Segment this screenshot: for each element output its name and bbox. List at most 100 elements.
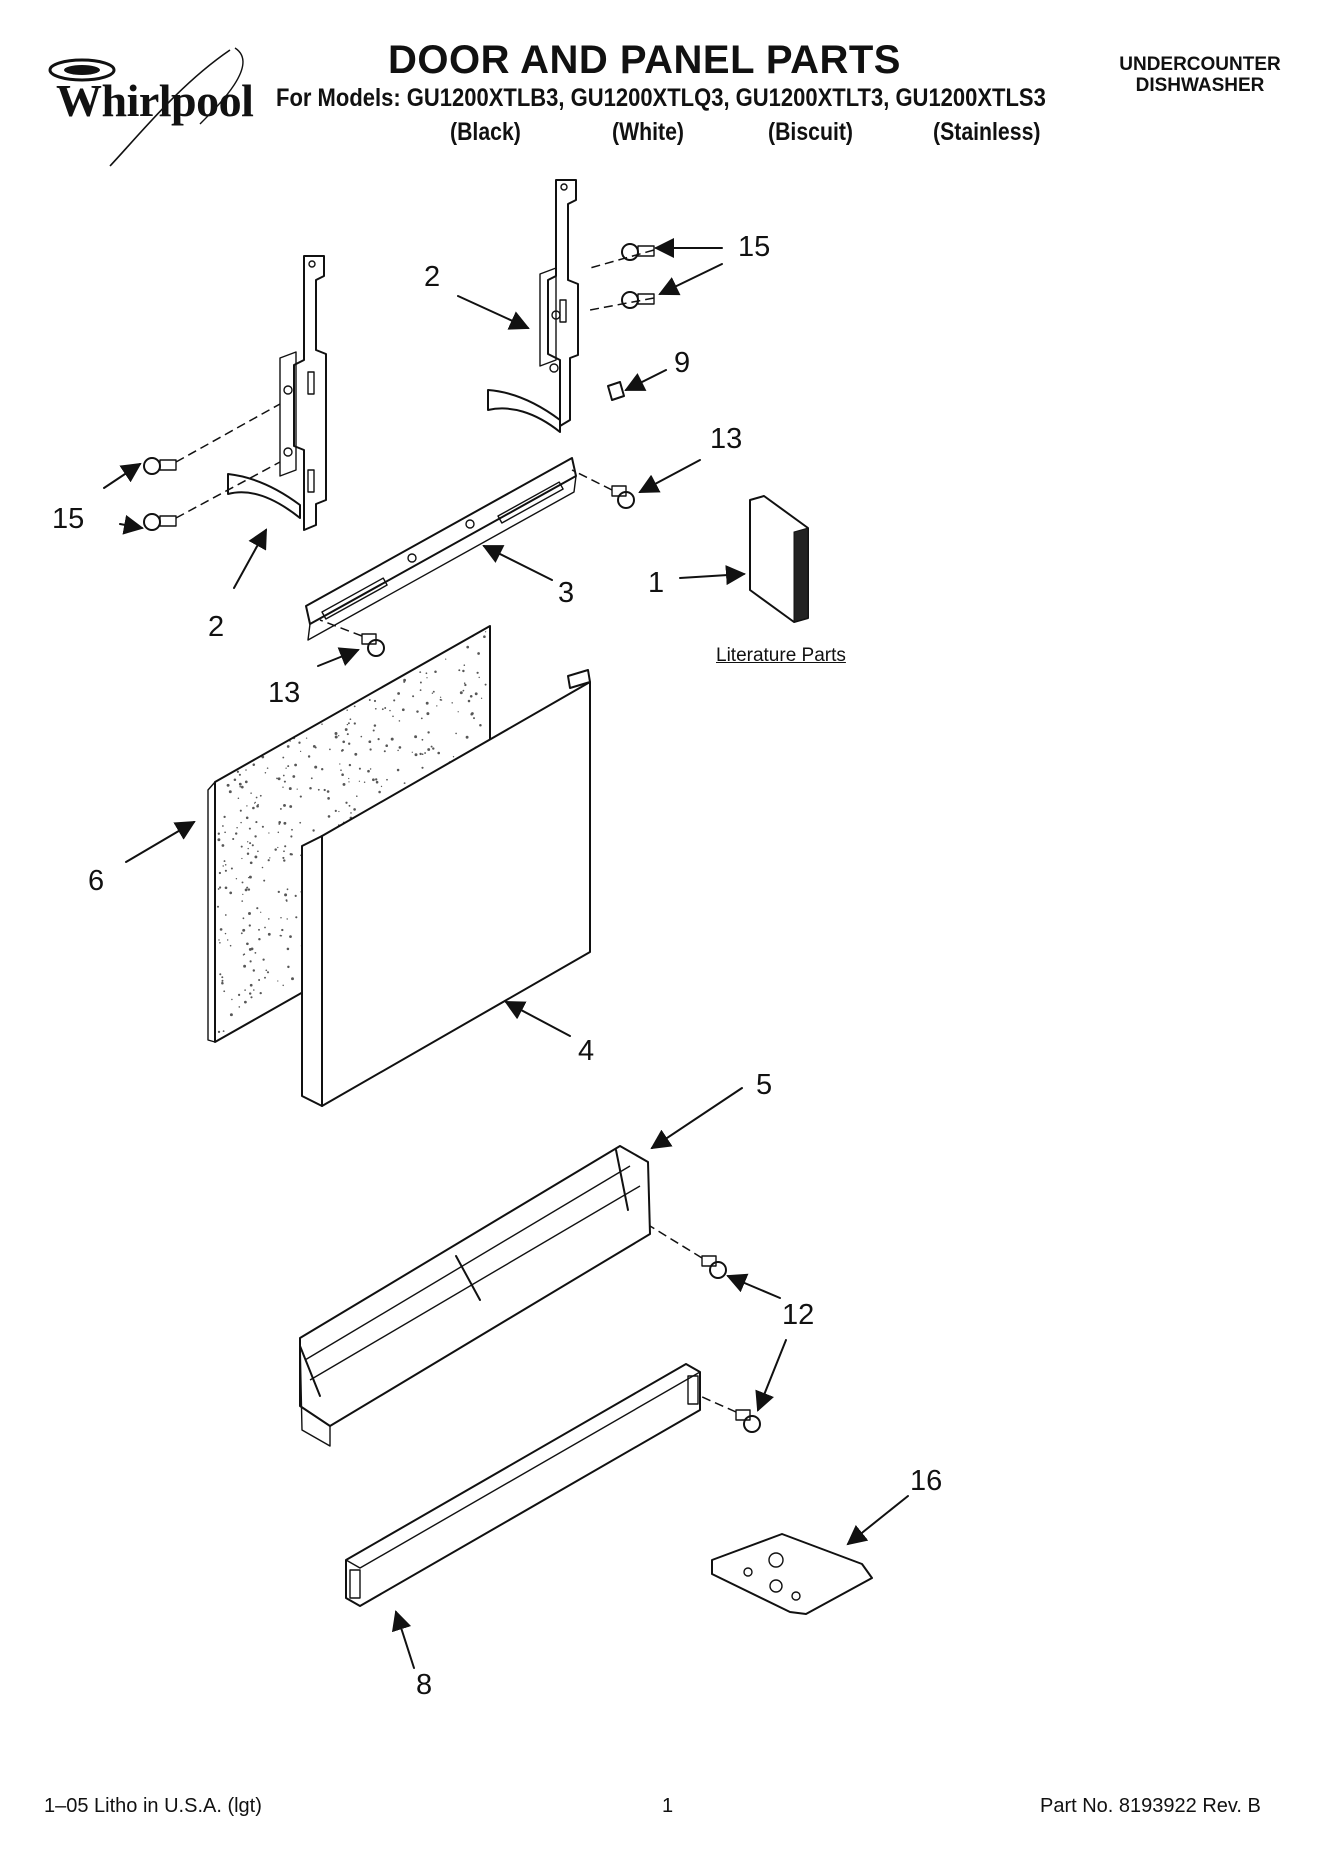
insulation-speck [279, 934, 282, 937]
insulation-speck [419, 671, 422, 674]
insulation-speck [462, 689, 465, 692]
insulation-speck [248, 912, 251, 915]
insulation-speck [230, 867, 233, 870]
insulation-speck [294, 763, 297, 767]
insulation-speck [369, 768, 372, 770]
insulation-speck [223, 990, 226, 993]
insulation-speck [277, 846, 279, 849]
insulation-speck [277, 890, 280, 894]
insulation-speck [279, 807, 282, 810]
insulation-speck [263, 879, 266, 882]
insulation-speck [262, 958, 265, 961]
insulation-speck [237, 797, 240, 800]
models-line: For Models: GU1200XTLB3, GU1200XTLQ3, GU… [276, 84, 1046, 112]
insulation-speck [251, 844, 254, 847]
insulation-speck [340, 769, 342, 771]
insulation-speck [248, 875, 252, 879]
callout-3: 3 [558, 577, 575, 609]
callout-4: 4 [578, 1035, 595, 1067]
insulation-speck [403, 678, 406, 682]
insulation-speck [243, 953, 246, 956]
insulation-speck [344, 728, 348, 731]
insulation-speck [276, 777, 278, 780]
insulation-speck [288, 787, 292, 791]
insulation-speck [241, 881, 244, 884]
insulation-speck [434, 670, 437, 673]
insulation-speck [293, 737, 296, 740]
insulation-speck [392, 715, 394, 718]
insulation-speck [368, 699, 371, 701]
insulation-speck [237, 993, 241, 997]
callout-12: 12 [782, 1299, 815, 1331]
insulation-speck [278, 820, 282, 824]
insulation-speck [289, 852, 293, 856]
callout-13-right: 13 [710, 423, 743, 455]
insulation-speck [283, 803, 286, 807]
insulation-speck [372, 729, 375, 732]
insulation-speck [412, 695, 415, 698]
insulation-speck [432, 690, 435, 693]
insulation-speck [464, 683, 467, 687]
insulation-speck [256, 804, 259, 808]
page-title: DOOR AND PANEL PARTS [388, 38, 901, 82]
insulation-speck [287, 965, 290, 969]
insulation-speck [265, 969, 268, 972]
insulation-speck [375, 780, 379, 784]
insulation-speck [244, 1000, 247, 1004]
insulation-speck [245, 816, 249, 820]
insulation-speck [470, 712, 473, 716]
insulation-speck [246, 852, 250, 855]
insulation-speck [240, 932, 243, 935]
screw-icon [143, 457, 177, 475]
insulation-speck [242, 928, 246, 932]
screw-icon [701, 1255, 727, 1279]
hinge-bracket-right [487, 179, 579, 433]
insulation-speck [342, 740, 346, 744]
insulation-speck [240, 845, 243, 848]
insulation-speck [226, 783, 230, 787]
insulation-speck [334, 735, 338, 739]
insulation-speck [455, 732, 457, 735]
footer-litho: 1–05 Litho in U.S.A. (lgt) [44, 1795, 262, 1817]
insulation-speck [478, 676, 480, 679]
insulation-speck [258, 928, 260, 931]
insulation-speck [353, 808, 356, 811]
insulation-speck [264, 976, 266, 979]
insulation-speck [229, 891, 233, 895]
insulation-speck [267, 918, 270, 920]
insulation-speck [473, 717, 475, 720]
insulation-speck [347, 722, 350, 725]
insulation-speck [249, 983, 253, 987]
insulation-speck [216, 905, 220, 908]
callout-1: 1 [648, 567, 665, 599]
insulation-speck [398, 720, 401, 722]
insulation-speck [236, 827, 238, 829]
insulation-speck [396, 768, 400, 772]
insulation-speck [286, 745, 290, 748]
insulation-speck [289, 935, 292, 938]
callout-2-top: 2 [424, 261, 441, 293]
insulation-speck [437, 751, 441, 755]
insulation-speck [312, 829, 315, 832]
insulation-speck [274, 848, 277, 851]
insulation-speck [445, 658, 447, 660]
insulation-speck [414, 753, 418, 757]
insulation-speck [430, 745, 433, 748]
insulation-speck [250, 792, 252, 794]
insulation-speck [219, 973, 222, 976]
insulation-speck [282, 786, 284, 788]
hinge-bracket-left [227, 255, 327, 531]
insulation-speck [222, 865, 224, 867]
insulation-speck [425, 701, 429, 705]
insulation-speck [458, 669, 461, 672]
insulation-speck [353, 705, 356, 708]
insulation-speck [232, 837, 235, 841]
insulation-speck [420, 717, 423, 720]
insulation-speck [241, 857, 243, 860]
insulation-speck [222, 825, 224, 827]
insulation-speck [469, 694, 473, 698]
insulation-speck [252, 989, 255, 991]
insulation-speck [358, 780, 361, 782]
insulation-speck [247, 841, 249, 843]
insulation-speck [292, 775, 296, 778]
